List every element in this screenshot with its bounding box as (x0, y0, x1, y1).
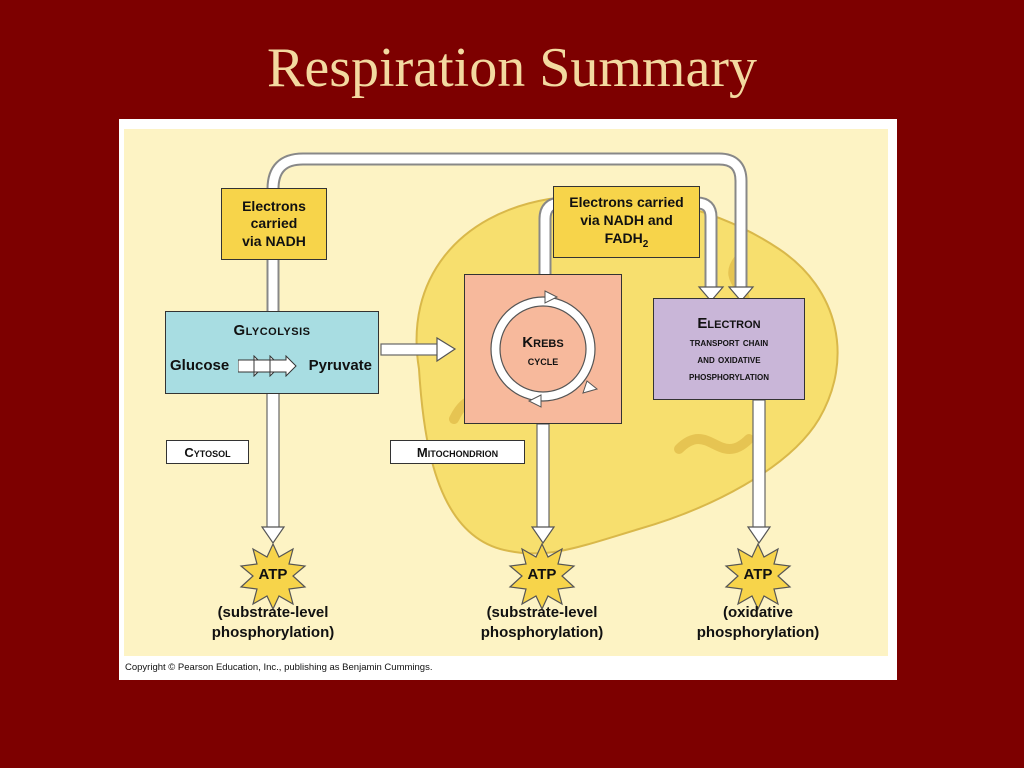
glycolysis-box: Glycolysis Glucose Pyruvate (165, 311, 379, 394)
cytosol-label: Cytosol (166, 440, 249, 464)
diagram-graphics (239, 152, 839, 611)
glucose-label: Glucose (170, 357, 230, 374)
glycolysis-title: Glycolysis (233, 322, 311, 339)
krebs-cycle-box (464, 274, 622, 424)
copyright-notice: Copyright © Pearson Education, Inc., pub… (125, 662, 433, 673)
nadh-fadh-electrons-box: Electrons carried via NADH and FADH2 (553, 186, 700, 258)
arrowhead-atp-3 (746, 526, 772, 545)
nadh-electrons-box: Electrons carried via NADH (221, 188, 327, 260)
arrowhead-atp-2 (530, 526, 556, 545)
krebs-cycle-label: Krebs cycle (522, 334, 564, 368)
glycolysis-arrows-icon (238, 355, 297, 377)
mitochondrion-label: Mitochondrion (390, 440, 525, 464)
atp-label-2: ATP (527, 566, 557, 583)
electron-transport-chain-box: Electron transport chain and oxidative p… (653, 298, 805, 400)
atp-label-1: ATP (258, 566, 288, 583)
arrowhead-etc-1 (727, 286, 755, 302)
atp-star-2 (508, 542, 576, 611)
atp-star-1 (239, 542, 307, 611)
respiration-figure: Electrons carried via NADH Electrons car… (119, 119, 897, 680)
atp-caption-3: (oxidative phosphorylation) (696, 604, 820, 641)
arrowhead-to-krebs (436, 336, 457, 363)
atp-caption-1: (substrate-level phosphorylation) (211, 604, 335, 641)
atp-label-3: ATP (743, 566, 773, 583)
arrowhead-atp-1 (260, 526, 286, 545)
krebs-cycle-icon (490, 290, 599, 408)
atp-caption-2: (substrate-level phosphorylation) (480, 604, 604, 641)
arrowhead-etc-2 (697, 286, 725, 302)
atp-star-3 (724, 542, 792, 611)
slide-title: Respiration Summary (267, 37, 757, 99)
pyruvate-label: Pyruvate (308, 357, 372, 374)
